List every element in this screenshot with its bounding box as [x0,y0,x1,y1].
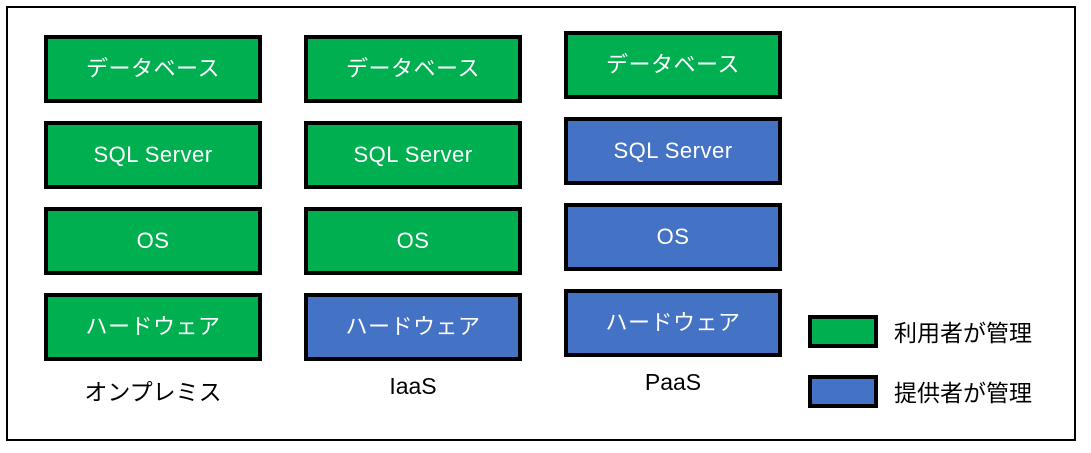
layer-box-database: データベース [44,35,262,103]
legend-swatch-green [808,314,878,348]
layer-box-label: ハードウェア [605,310,741,335]
layer-box-label: OS [656,224,690,249]
legend-label-provider-managed: 提供者が管理 [894,380,1032,406]
layer-box-hardware: ハードウェア [304,293,522,361]
layer-box-label: SQL Server [613,138,733,163]
layer-box-database: データベース [564,31,782,99]
layer-box-os: OS [564,203,782,271]
layer-box-label: SQL Server [353,142,473,167]
column-label-iaas: IaaS [389,373,437,399]
legend-label-consumer-managed: 利用者が管理 [894,320,1032,346]
layer-box-hardware: ハードウェア [564,289,782,357]
legend-item-provider-managed: 提供者が管理 [808,374,1032,408]
layer-box-label: データベース [346,56,480,81]
layer-box-sql-server: SQL Server [304,121,522,189]
layer-box-database: データベース [304,35,522,103]
layer-box-label: ハードウェア [85,314,221,339]
layer-box-label: SQL Server [93,142,213,167]
legend-swatch-blue [808,374,878,408]
diagram-frame: データベース SQL Server OS ハードウェア オンプレミス データベー… [6,6,1076,441]
column-label-on-premises: オンプレミス [84,379,222,405]
layer-box-label: OS [136,228,170,253]
column-label-paas: PaaS [644,369,702,395]
layer-box-os: OS [44,207,262,275]
layer-box-label: データベース [606,52,740,77]
legend-item-consumer-managed: 利用者が管理 [808,314,1032,348]
layer-box-sql-server: SQL Server [564,117,782,185]
layer-box-os: OS [304,207,522,275]
layer-box-label: データベース [86,56,220,81]
layer-box-label: OS [396,228,430,253]
layer-box-label: ハードウェア [345,314,481,339]
layer-box-hardware: ハードウェア [44,293,262,361]
layer-box-sql-server: SQL Server [44,121,262,189]
